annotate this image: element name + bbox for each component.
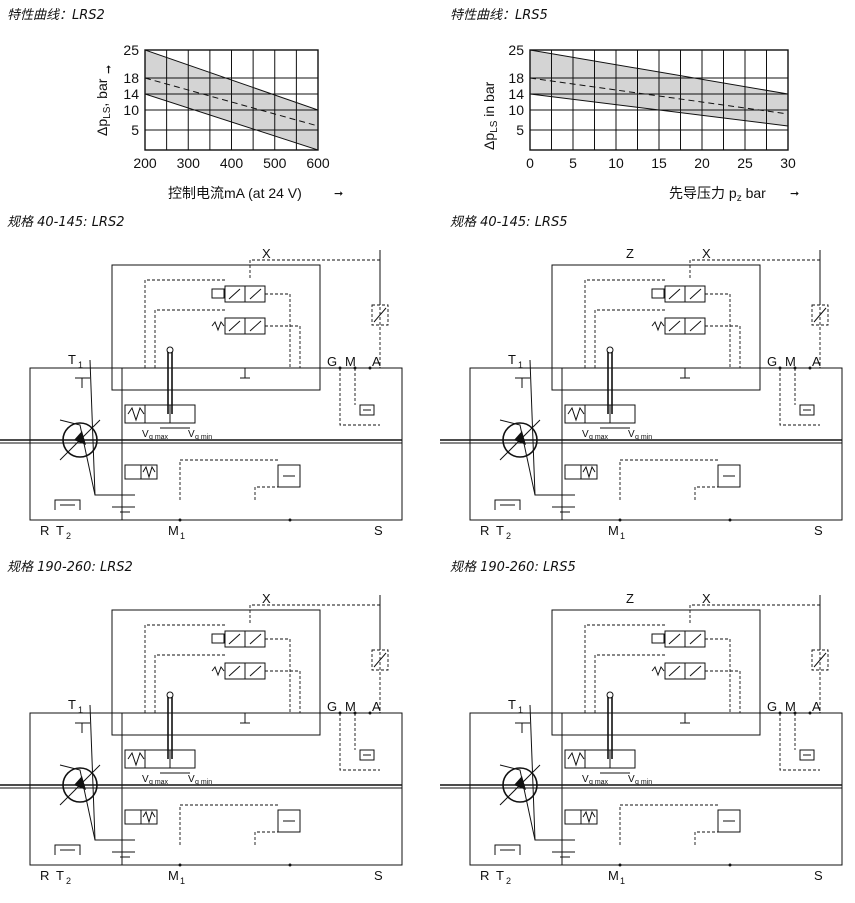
diagram-title-190-260-lrs5: 规格 190-260: LRS5 xyxy=(450,560,576,575)
diagram-title-190-260-lrs2: 规格 190-260: LRS2 xyxy=(7,560,133,575)
hydraulic-diagram-40-145-lrs5: Z xyxy=(439,245,843,542)
port-z-label-2: Z xyxy=(626,591,634,606)
hydraulic-diagram-190-260-lrs5: Z xyxy=(439,590,843,887)
port-z-label: Z xyxy=(626,246,634,261)
diagram-title-40-145-lrs5: 规格 40-145: LRS5 xyxy=(450,215,568,230)
diagram-title-40-145-lrs2: 规格 40-145: LRS2 xyxy=(7,215,125,230)
chart-title-lrs5: 特性曲线：LRS5 xyxy=(450,8,548,23)
hydraulic-diagram-40-145-lrs2 xyxy=(0,245,403,542)
chart-title-lrs2: 特性曲线：LRS2 xyxy=(7,8,105,23)
hydraulic-diagram-190-260-lrs2 xyxy=(0,590,403,887)
